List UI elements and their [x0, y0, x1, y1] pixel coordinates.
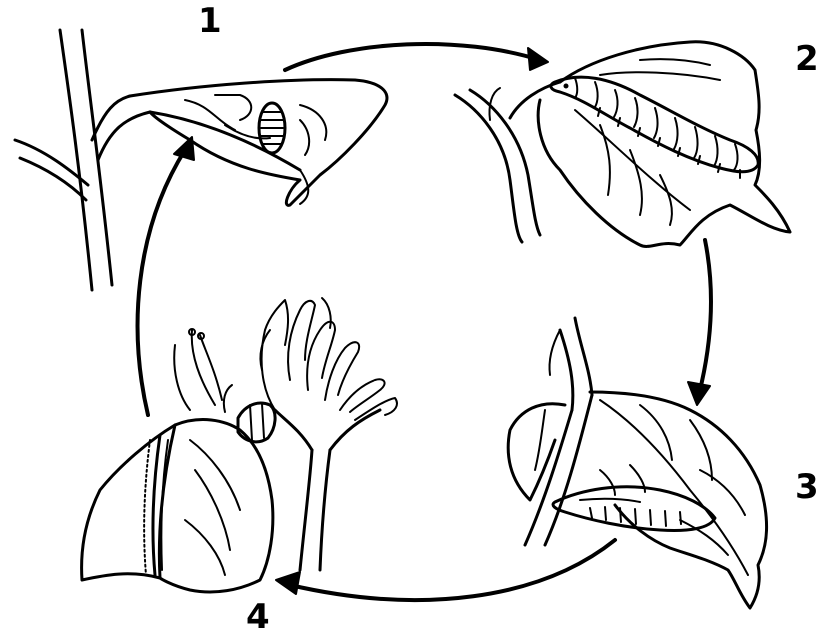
stage-1-number: 1	[198, 1, 222, 41]
stage-2-number: 2	[795, 39, 819, 79]
arrowhead-3-to-4	[276, 572, 300, 594]
stage-3-number: 3	[795, 467, 819, 507]
arrow-2-to-3	[700, 240, 711, 390]
egg-icon	[259, 103, 285, 153]
stage-2-caterpillar-on-leaf	[455, 42, 790, 247]
stage-4-number: 4	[246, 597, 270, 632]
arrowhead-1-to-2	[528, 48, 548, 70]
caterpillar-icon	[551, 77, 758, 178]
arrow-4-to-1	[138, 150, 185, 415]
arrowhead-4-to-1	[174, 137, 194, 160]
stage-1-egg-on-leaf	[15, 30, 387, 290]
stage-3-chrysalis-under-leaf	[508, 318, 766, 608]
arrow-3-to-4	[290, 540, 615, 600]
chrysalis-icon	[553, 465, 715, 531]
arrowhead-2-to-3	[688, 382, 710, 405]
arrow-1-to-2	[285, 44, 540, 70]
stage-4-butterfly-on-flower	[82, 298, 397, 592]
butterfly-icon	[144, 329, 275, 592]
